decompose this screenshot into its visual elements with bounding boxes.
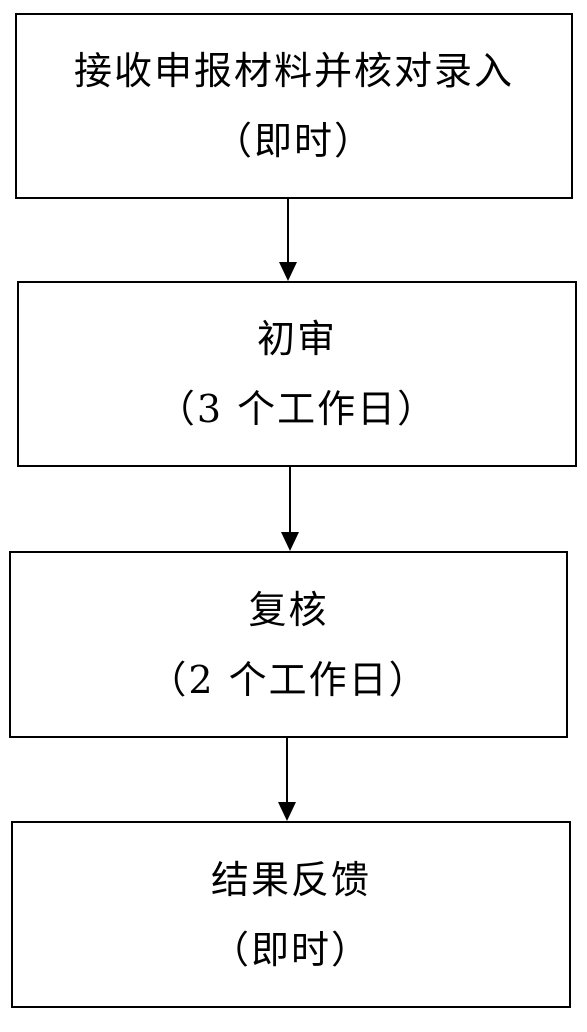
step-duration: （即时） <box>210 927 371 972</box>
step-title: 初审 <box>256 317 337 361</box>
step-duration: （即时） <box>213 119 374 163</box>
arrow-2-to-3 <box>281 467 299 551</box>
arrow-1-to-2 <box>279 199 297 281</box>
step-result-feedback-box: 结果反馈 （即时） <box>11 821 571 1008</box>
step-initial-review-box: 初审 （3 个工作日） <box>17 281 577 467</box>
step-title: 接收申报材料并核对录入 <box>73 49 514 93</box>
arrow-3-to-4 <box>278 738 296 821</box>
step-title: 结果反馈 <box>210 857 371 902</box>
step-receive-materials-box: 接收申报材料并核对录入 （即时） <box>15 13 573 199</box>
step-duration: （2 个工作日） <box>148 657 429 702</box>
step-duration: （3 个工作日） <box>156 387 438 431</box>
step-recheck-box: 复核 （2 个工作日） <box>9 551 568 738</box>
step-title: 复核 <box>248 587 329 632</box>
